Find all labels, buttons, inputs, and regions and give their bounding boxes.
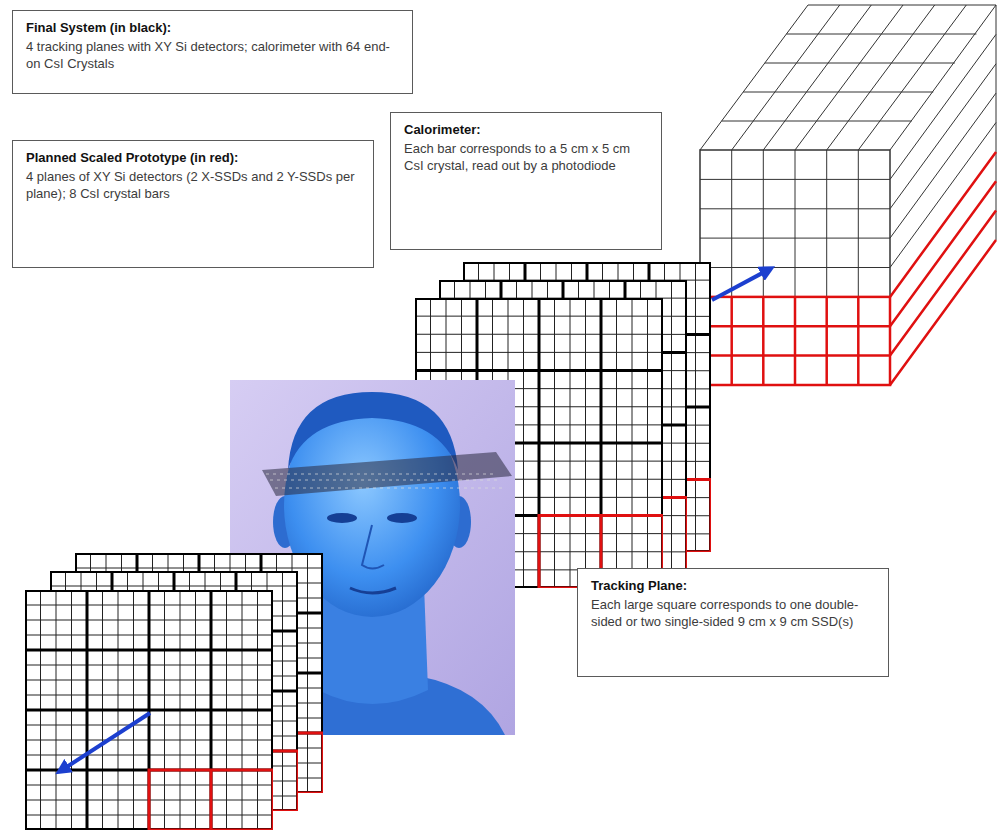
text-box: Calorimeter: Each bar corresponds to a 5 … bbox=[390, 112, 662, 250]
text-box: Final System (in black): 4 tracking plane… bbox=[12, 10, 413, 94]
box-body: Each bar corresponds to a 5 cm x 5 cm Cs… bbox=[404, 141, 648, 175]
calorimeter-block bbox=[700, 5, 996, 385]
box-body: 4 tracking planes with XY Si detectors; … bbox=[26, 39, 399, 73]
particle-track-arrow bbox=[712, 270, 768, 300]
box-body: Each large square corresponds to one dou… bbox=[591, 597, 875, 631]
box-body: 4 planes of XY Si detectors (2 X-SSDs an… bbox=[26, 169, 360, 203]
box-heading: Tracking Plane: bbox=[591, 578, 875, 595]
box-heading: Calorimeter: bbox=[404, 122, 648, 139]
tracking-planes-front bbox=[25, 553, 323, 830]
particle-track-arrow bbox=[62, 713, 150, 770]
text-box: Tracking Plane: Each large square corresp… bbox=[577, 568, 889, 677]
box-heading: Planned Scaled Prototype (in red): bbox=[26, 150, 360, 167]
box-heading: Final System (in black): bbox=[26, 20, 399, 37]
text-box: Planned Scaled Prototype (in red): 4 plan… bbox=[12, 140, 374, 268]
